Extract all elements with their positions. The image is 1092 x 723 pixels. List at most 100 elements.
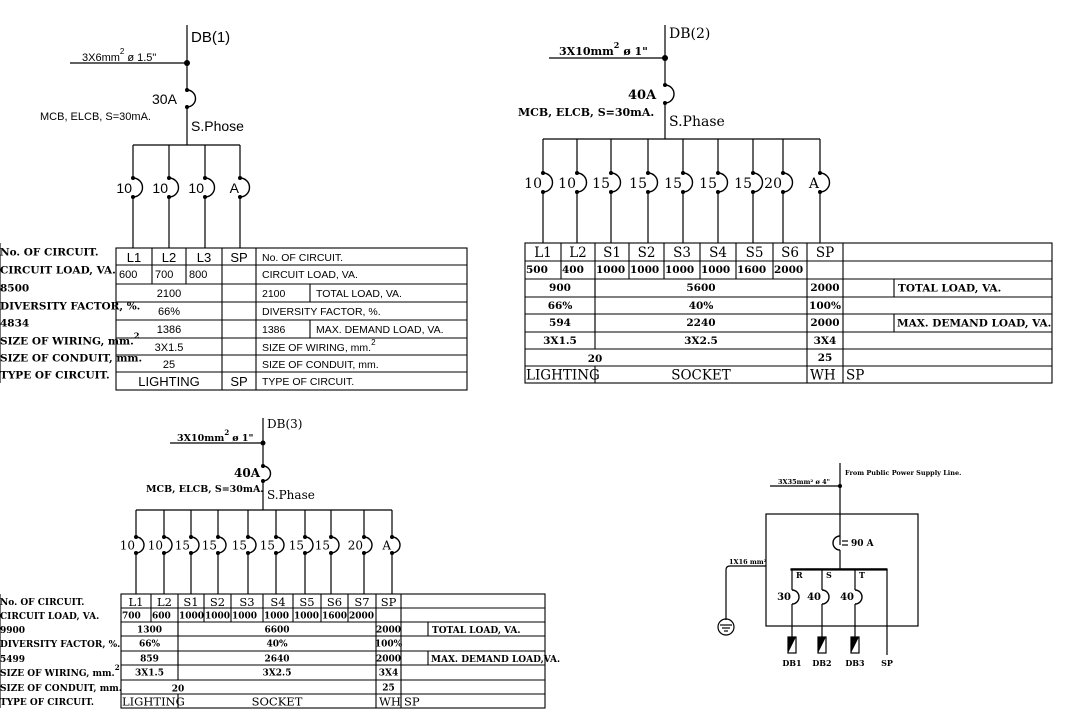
group-max-demand: 2000 (376, 654, 401, 664)
circuit-load: 1000 (665, 264, 694, 276)
group-wiring-size: 3X1.5 (543, 335, 577, 347)
main-breaker-rating: 90 A (851, 539, 875, 549)
branch-breaker: 15 (629, 139, 659, 243)
max-demand-value: 1386 (262, 324, 286, 336)
group-conduit-size: 20 (588, 353, 603, 365)
db1-protection: MCB, ELCB, S=30mA. (40, 111, 151, 123)
breaker-icon (204, 177, 216, 198)
earth-cable-label: 1X16 mm² (729, 558, 767, 566)
breaker-icon (752, 172, 764, 193)
db1-schedule-table (115, 247, 468, 391)
row-label: DIVERSITY FACTOR, %. (0, 301, 140, 313)
row-label: TOTAL LOAD, VA. (432, 626, 521, 636)
branch-breaker: 10 (524, 139, 554, 243)
db-output-label: DB3 (845, 658, 865, 668)
circuit-type: SP (230, 374, 247, 389)
row-label: MAX. DEMAND LOAD, VA. (316, 324, 444, 336)
db3-phase: S.Phase (267, 488, 315, 502)
breaker-icon (542, 172, 554, 193)
row-label: CIRCUIT LOAD, VA. (0, 612, 99, 622)
breaker-rating: A (808, 176, 820, 192)
spare-output-label: SP (881, 658, 893, 668)
group-max-demand: 2000 (810, 317, 839, 329)
breaker-rating: 15 (289, 539, 304, 553)
circuit-id: S7 (354, 595, 369, 609)
branch-breaker: 10 (152, 145, 180, 248)
breaker-rating: 40 (840, 592, 854, 603)
db2-junction-dot (662, 55, 668, 61)
db1-phase: S.Phose (191, 118, 244, 134)
breaker-rating: 15 (699, 176, 717, 192)
breaker-icon (168, 177, 180, 198)
breaker-icon (819, 172, 831, 193)
wiring-size: 3X1.5 (155, 342, 184, 354)
group-wiring-size: 3X1.5 (135, 668, 164, 678)
branch-breaker: 10 (148, 510, 173, 594)
db3-feeder: 3X10mm2ø 1" (177, 428, 253, 444)
group-conduit-size: 20 (172, 684, 185, 694)
row-label: No. OF CIRCUIT. (0, 598, 84, 608)
circuit-id: SP (816, 245, 834, 261)
circuit-id: S3 (673, 245, 691, 261)
breaker-icon (717, 172, 729, 193)
db2-main-breaker-icon (664, 84, 675, 104)
circuit-load: 1000 (232, 611, 257, 621)
breaker-icon (304, 536, 314, 554)
circuit-id: L1 (127, 250, 141, 265)
breaker-rating: A (381, 539, 391, 553)
db-output-label: DB2 (812, 658, 831, 668)
circuit-type: LIGHTING (138, 374, 199, 389)
circuit-type: WH (379, 695, 401, 709)
breaker-rating: 40 (807, 592, 821, 603)
row-label: No. OF CIRCUIT. (0, 247, 99, 259)
circuit-load: 800 (189, 269, 207, 281)
row-label: CIRCUIT LOAD, VA. (262, 269, 358, 281)
circuit-load: 600 (152, 611, 171, 621)
breaker-rating: 10 (120, 539, 135, 553)
group-wiring-size: 3X2.5 (263, 668, 292, 678)
group-conduit-size: 25 (382, 683, 395, 693)
row-label: MAX. DEMAND LOAD, VA. (897, 318, 1051, 330)
breaker-icon (854, 589, 863, 605)
branch-breaker: A (381, 510, 401, 594)
breaker-icon (647, 172, 659, 193)
branch-breaker: 10 (558, 139, 588, 243)
branch-breaker: 10 (116, 145, 144, 248)
circuit-load: 2000 (349, 611, 374, 621)
circuit-load: 1000 (701, 264, 730, 276)
db2-phase: S.Phase (669, 114, 725, 130)
row-label: DIVERSITY FACTOR, %. (262, 306, 381, 318)
breaker-rating: 10 (524, 176, 542, 192)
group-conduit-size: 25 (818, 352, 833, 364)
breaker-rating: 15 (734, 176, 752, 192)
branch-breaker: 15 (289, 510, 314, 594)
db3-main-breaker-icon (262, 465, 272, 482)
db1-name: DB(1) (191, 29, 230, 46)
db1-schematic: DB(1) 3X6mm2ø 1.5" 30A MCB, ELCB, S=30mA… (40, 25, 468, 391)
group-diversity: 66% (548, 300, 573, 312)
breaker-icon (132, 177, 144, 198)
diversity: 66% (158, 306, 180, 318)
group-total-load: 5600 (686, 282, 715, 294)
main-feeder-label: 3X35mm² ø 4" (778, 478, 830, 486)
group-diversity: 100% (809, 300, 841, 312)
group-diversity: 66% (139, 639, 161, 649)
max-demand-value: 5499 (0, 655, 25, 665)
circuit-type: SOCKET (671, 368, 731, 384)
breaker-rating: 10 (152, 180, 168, 196)
branch-breaker: 15 (734, 139, 764, 243)
row-label: No. OF CIRCUIT. (262, 252, 343, 264)
breaker-icon (247, 536, 257, 554)
circuit-id: L2 (162, 250, 176, 265)
breaker-rating: 10 (558, 176, 576, 192)
group-total-load: 2000 (810, 282, 839, 294)
db3-name: DB(3) (267, 417, 302, 431)
branch-breaker: 15 (175, 510, 200, 594)
breaker-icon (217, 536, 227, 554)
row-label: TYPE OF CIRCUIT. (0, 698, 94, 708)
distribution-board-icon (817, 636, 827, 654)
